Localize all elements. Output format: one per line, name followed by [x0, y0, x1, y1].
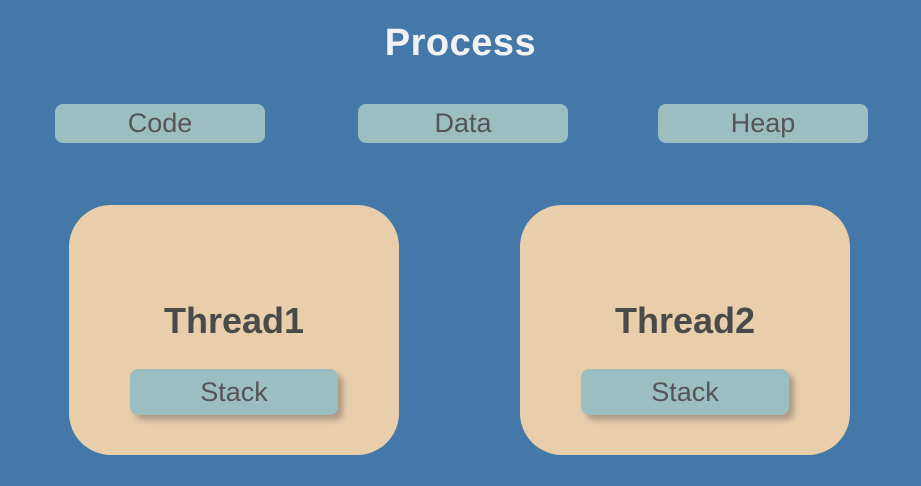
thread1-box: Thread1 Stack: [69, 205, 399, 455]
thread2-label: Thread2: [614, 300, 756, 341]
code-box: Code: [55, 104, 265, 143]
thread1-stack-label: Stack: [200, 376, 268, 407]
thread1-stack-box: Stack: [130, 369, 338, 415]
heap-box-label: Heap: [730, 108, 796, 138]
data-box: Data: [358, 104, 568, 143]
data-box-label: Data: [434, 108, 492, 138]
thread2-stack-box: Stack: [581, 369, 789, 415]
code-box-label: Code: [127, 108, 193, 138]
thread2-box: Thread2 Stack: [520, 205, 850, 455]
thread1-label: Thread1: [163, 300, 305, 341]
process-title: Process: [384, 22, 537, 64]
heap-box: Heap: [658, 104, 868, 143]
thread2-stack-label: Stack: [651, 376, 719, 407]
